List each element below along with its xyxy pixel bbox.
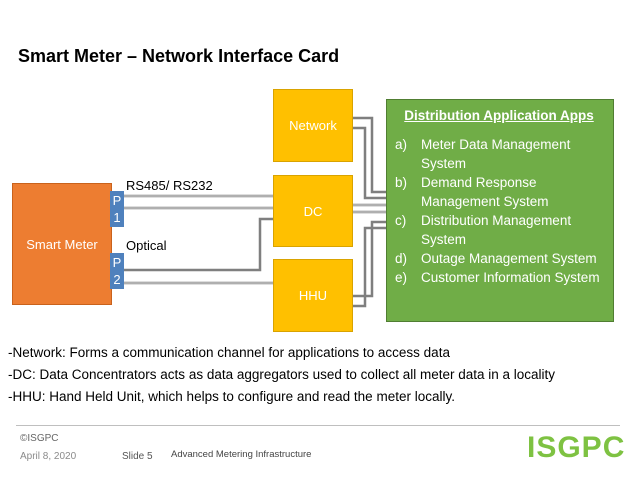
distribution-apps-box: Distribution Application Apps a) Meter D… [386,99,614,322]
app-text: Demand Response Management System [421,175,549,209]
port-1-number: 1 [113,210,121,225]
app-text: Customer Information System [421,270,600,285]
dc-label: DC [303,203,323,219]
hhu-box: HHU [273,259,353,332]
brand-logo: ISGPC [527,431,626,464]
slide-title: Smart Meter – Network Interface Card [18,46,340,66]
app-marker: e) [395,270,408,285]
notes-list: -Network: Forms a communication channel … [8,342,555,408]
app-item: c) Distribution Management System [395,211,603,249]
port-1-letter: P [112,193,122,208]
port-2: P 2 [110,253,124,289]
dc-box: DC [273,175,353,247]
smart-meter-box: Smart Meter [12,183,112,305]
connector-network-apps [353,116,386,194]
app-marker: b) [395,175,408,190]
app-marker: c) [395,213,407,228]
port-2-letter: P [112,255,122,270]
note-hhu: -HHU: Hand Held Unit, which helps to con… [8,389,455,404]
note-network: -Network: Forms a communication channel … [8,345,450,360]
connector-hhu-apps [353,226,386,308]
port-2-number: 2 [113,272,121,287]
footer-presentation-title: Advanced Metering Infrastructure [171,449,312,460]
footer-divider [16,425,620,426]
smart-meter-label: Smart Meter [26,236,98,252]
footer-date: April 8, 2020 [20,451,77,462]
hhu-label: HHU [298,288,328,303]
connector-network-apps [353,126,386,200]
app-marker: d) [395,251,408,266]
network-label: Network [289,118,337,133]
app-text: Meter Data Management System [421,137,571,171]
apps-title: Distribution Application Apps [404,108,594,123]
app-marker: a) [395,137,408,152]
connector-hhu-apps [353,220,386,298]
network-box: Network [273,89,353,162]
app-item: e) Customer Information System [395,268,603,287]
app-item: d) Outage Management System [395,249,603,268]
port-1: P 1 [110,191,124,227]
footer-slide-number: Slide 5 [122,451,153,462]
port-2-interface-label: Optical [126,238,167,253]
app-item: b) Demand Response Management System [395,173,603,211]
app-item: a) Meter Data Management System [395,135,603,173]
port-1-interface-label: RS485/ RS232 [126,178,213,193]
app-text: Distribution Management System [421,213,572,247]
app-text: Outage Management System [421,251,597,266]
footer-copyright: ©ISGPC [20,433,59,444]
note-dc: -DC: Data Concentrators acts as data agg… [8,367,556,382]
connector-p2-dc [124,217,273,272]
